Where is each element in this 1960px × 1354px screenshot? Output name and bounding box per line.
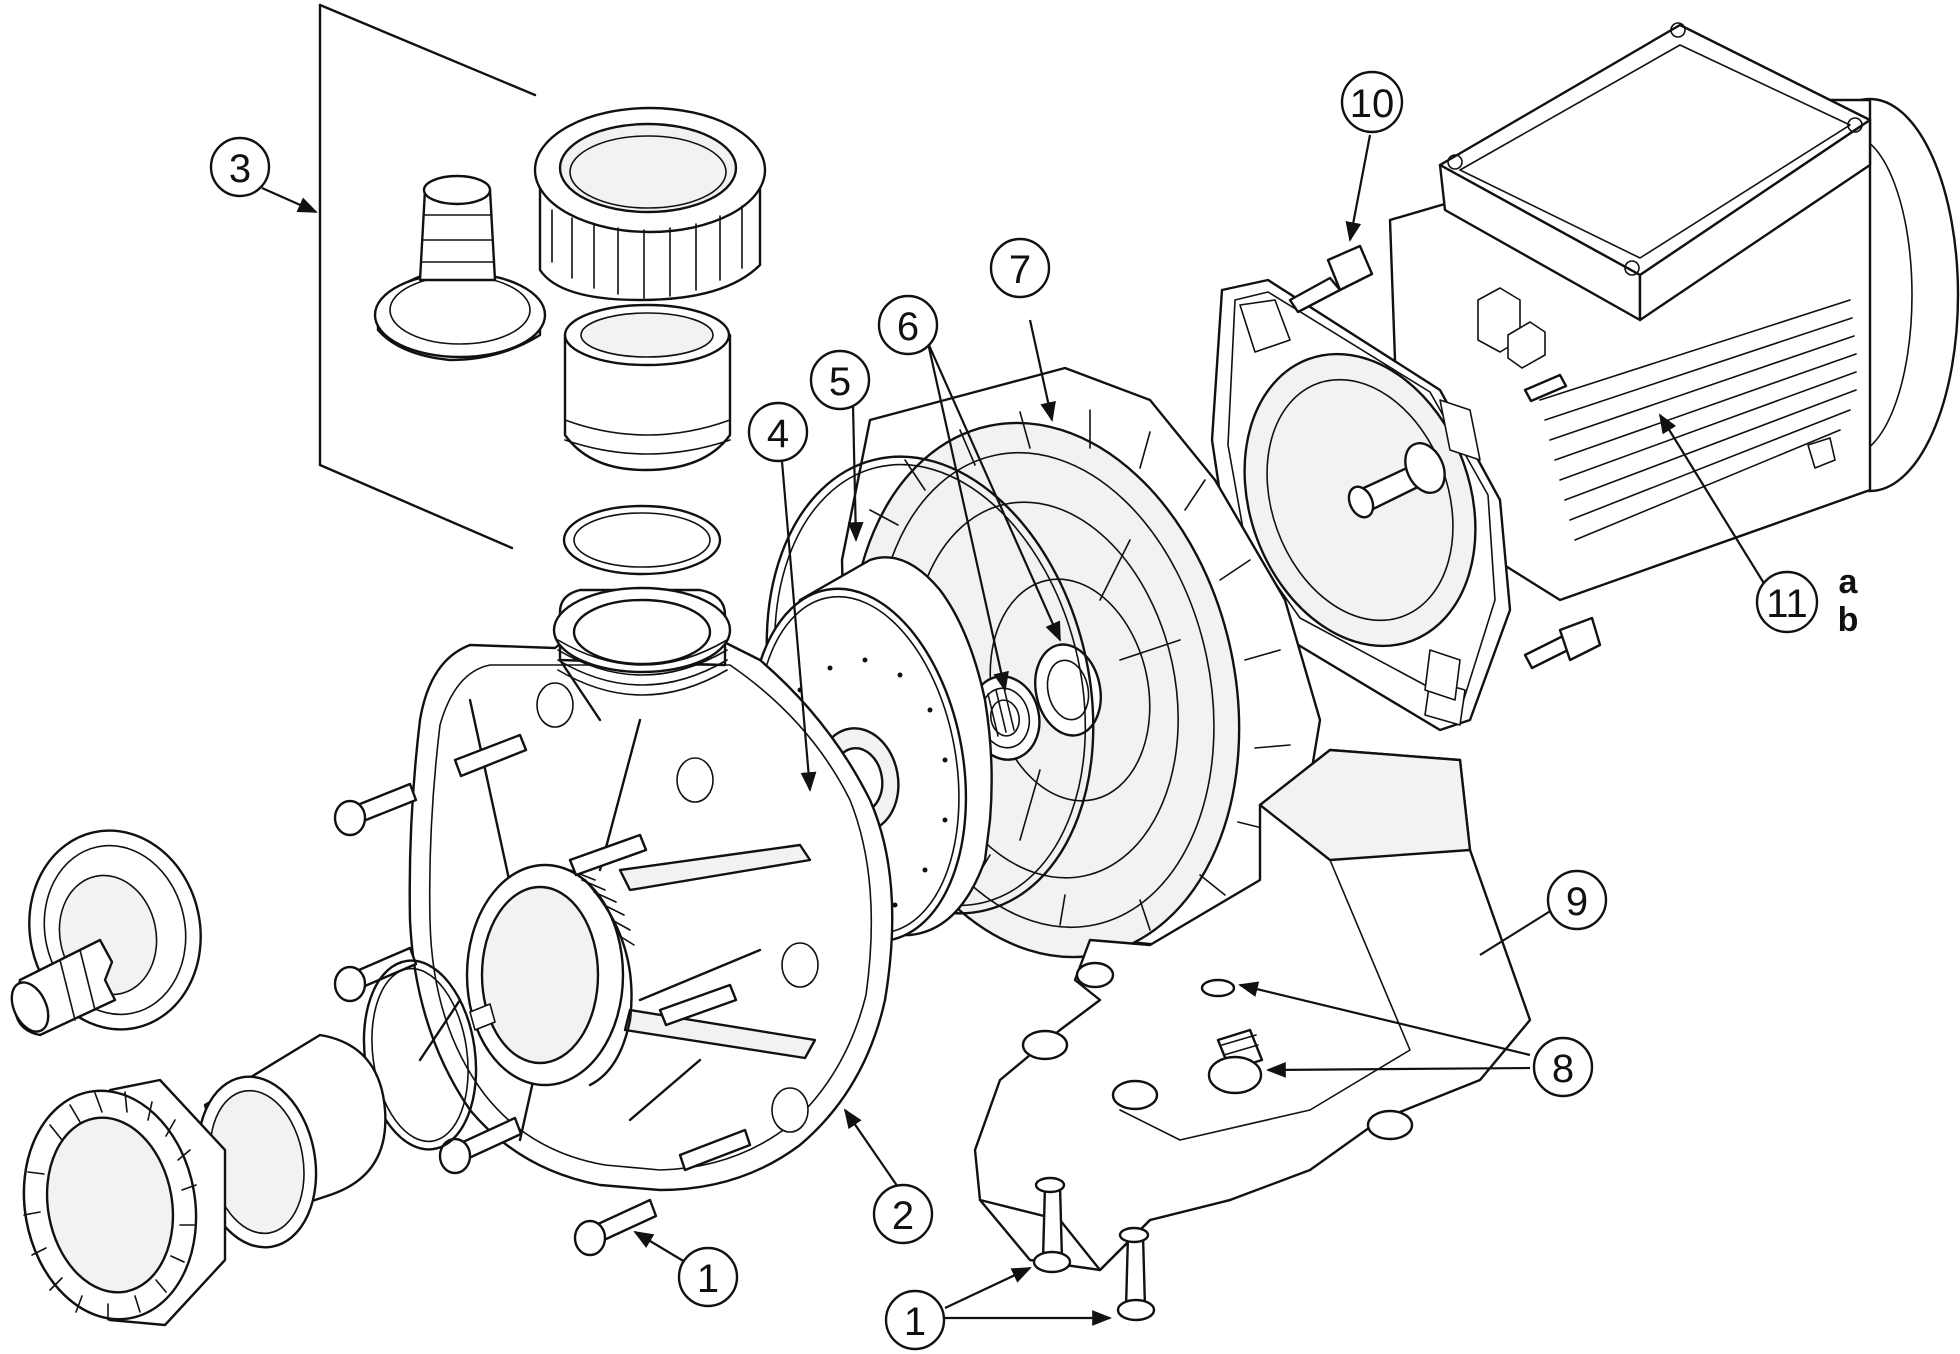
callout-11-label: 11 bbox=[1766, 582, 1808, 626]
discharge-union bbox=[318, 3, 767, 576]
callout-7: 7 bbox=[989, 237, 1051, 299]
callout-1-housing-label: 1 bbox=[697, 1257, 719, 1301]
housing-bolts bbox=[333, 782, 658, 1257]
callout-2-label: 2 bbox=[892, 1194, 914, 1238]
callout-8: 8 bbox=[1532, 1036, 1594, 1098]
pump-base bbox=[973, 748, 1532, 1322]
pump-housing bbox=[408, 586, 894, 1192]
callout-5: 5 bbox=[809, 349, 871, 411]
callout-11: 11 bbox=[1755, 570, 1819, 634]
leader-lines bbox=[261, 134, 1766, 1326]
callout-3-label: 3 bbox=[229, 147, 251, 191]
inlet-union bbox=[10, 829, 478, 1327]
callout-9-label: 9 bbox=[1566, 880, 1588, 924]
callout-4-label: 4 bbox=[767, 412, 789, 456]
callout-1-base-label: 1 bbox=[904, 1300, 926, 1344]
callout-9: 9 bbox=[1546, 869, 1608, 931]
variant-a-label: a bbox=[1839, 563, 1859, 601]
callout-6: 6 bbox=[877, 294, 939, 356]
callout-7-label: 7 bbox=[1009, 248, 1031, 292]
callout-4: 4 bbox=[747, 401, 809, 463]
callout-5-label: 5 bbox=[829, 360, 851, 404]
callout-10: 10 bbox=[1340, 70, 1404, 134]
callout-1-base: 1 bbox=[884, 1289, 946, 1351]
callout-1-housing: 1 bbox=[677, 1246, 739, 1308]
variant-b-label: b bbox=[1838, 601, 1859, 639]
callout-3: 3 bbox=[209, 136, 271, 198]
callout-6-label: 6 bbox=[897, 305, 919, 349]
callout-2: 2 bbox=[872, 1183, 934, 1245]
callout-10-label: 10 bbox=[1350, 82, 1395, 126]
callout-8-label: 8 bbox=[1552, 1047, 1574, 1091]
